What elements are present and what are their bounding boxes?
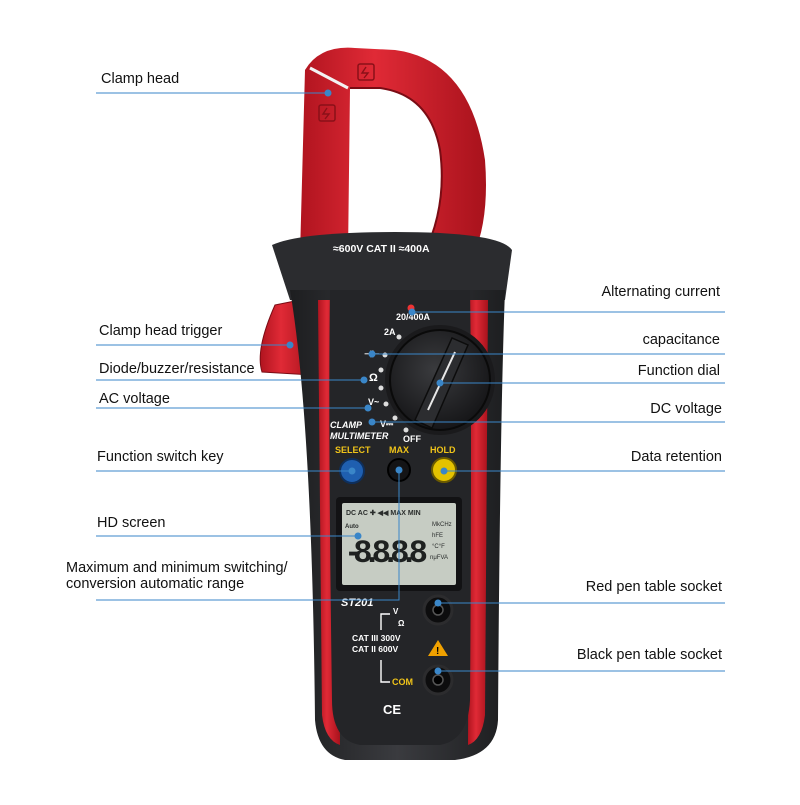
- brand-line-1: CLAMP: [330, 420, 363, 430]
- callout-clamp-head: Clamp head: [101, 71, 180, 87]
- callout-capacitance: capacitance: [642, 332, 720, 348]
- callout-dc-voltage: DC voltage: [650, 401, 722, 417]
- callout-lines: [96, 89, 725, 675]
- lcd-units-1: MkCHz: [432, 522, 452, 528]
- socket-ohm-label: Ω: [398, 619, 405, 628]
- clamp-jaw-inner-edge: [350, 87, 443, 263]
- max-button-label: MAX: [389, 445, 409, 455]
- resistance-symbol: Ω: [369, 372, 378, 384]
- lightning-mark-upper: [357, 63, 375, 81]
- socket-v-label: V: [393, 607, 399, 616]
- dc-voltage-symbol: V⎓: [380, 419, 394, 429]
- warning-triangle-icon: [428, 640, 448, 656]
- ac-voltage-symbol: V~: [368, 397, 379, 407]
- jaw-split-line: [309, 66, 349, 90]
- callout-ac-voltage: AC voltage: [99, 391, 170, 407]
- callout-black-pen-socket: Black pen table socket: [576, 647, 722, 663]
- lcd-top-indicators: DC AC ✚ ◀◀ MAX MIN: [346, 509, 421, 517]
- select-button-label: SELECT: [335, 445, 371, 455]
- brand-line-2: MULTIMETER: [330, 431, 389, 441]
- ce-mark: CE: [383, 702, 401, 717]
- cat-line-1: CAT III 300V: [352, 633, 401, 643]
- com-label: COM: [392, 677, 413, 687]
- callout-red-pen-socket: Red pen table socket: [585, 579, 722, 595]
- clamp-jaw: [300, 47, 486, 262]
- callout-function-dial: Function dial: [637, 363, 720, 379]
- lightning-mark-lower: [318, 104, 336, 122]
- svg-text:!: !: [436, 646, 439, 657]
- lcd-units-4: nμFVA: [430, 555, 448, 561]
- lcd-auto: Auto: [345, 524, 359, 530]
- lcd-units-3: °C°F: [432, 544, 445, 550]
- callout-alternating-current: Alternating current: [601, 284, 720, 300]
- hold-button-label: HOLD: [430, 445, 456, 455]
- lcd-digits: -8.8.8.8: [344, 535, 428, 572]
- range-20-400a-label: 20/400A: [396, 312, 431, 322]
- callout-hd-screen: HD screen: [97, 515, 166, 531]
- callout-max-min-line-1: Maximum and minimum switching/: [66, 560, 288, 576]
- callout-clamp-head-trigger: Clamp head trigger: [99, 323, 223, 339]
- cat-line-2: CAT II 600V: [352, 644, 398, 654]
- model-label: ST201: [341, 597, 373, 609]
- off-label: OFF: [403, 434, 421, 444]
- callout-max-min-line-2: conversion automatic range: [66, 576, 245, 592]
- upper-housing: [272, 232, 512, 300]
- callout-data-retention: Data retention: [630, 449, 722, 465]
- callout-diode-buzzer-resistance: Diode/buzzer/resistance: [99, 361, 255, 377]
- callout-function-switch-key: Function switch key: [97, 449, 224, 465]
- range-2a-label: 2A: [384, 327, 396, 337]
- lcd-units-2: hFE: [432, 533, 443, 539]
- rating-label: ≈600V CAT II ≈400A: [333, 243, 430, 255]
